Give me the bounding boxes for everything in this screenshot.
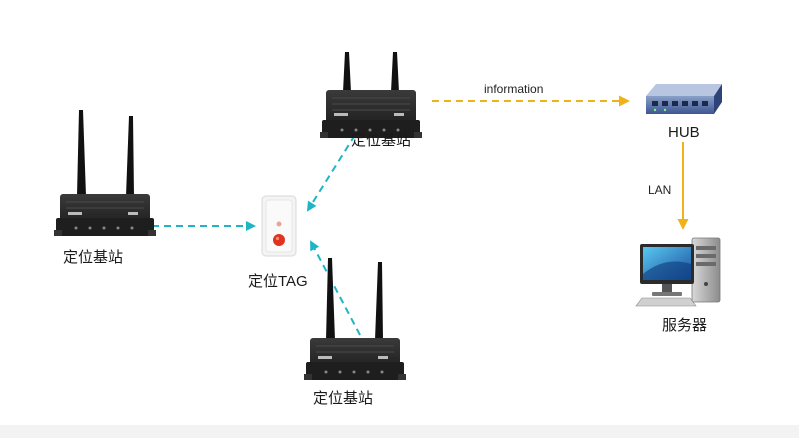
locator-tag-icon [261, 195, 297, 257]
station-bottom [304, 258, 406, 380]
hub-label: HUB [668, 124, 700, 141]
link-lan-label: LAN [648, 183, 672, 197]
network-hub-icon [646, 84, 722, 114]
link-bottom-station-to-tag [310, 240, 361, 336]
station-bottom-label: 定位基站 [313, 390, 374, 407]
tag-label: 定位TAG [248, 273, 308, 290]
station-top [320, 52, 422, 138]
desktop-computer-icon [635, 237, 721, 307]
router-antenna-icon [320, 52, 422, 138]
router-antenna-icon [54, 110, 156, 236]
link-info-label: information [484, 82, 544, 96]
station-left [54, 110, 156, 236]
link-top-station-to-tag [306, 134, 356, 212]
server-device [635, 237, 721, 307]
tag-device [261, 195, 297, 257]
station-left-label: 定位基站 [63, 249, 124, 266]
hub-device [646, 84, 722, 114]
bottom-strip [0, 425, 799, 438]
server-label: 服务器 [662, 317, 708, 334]
router-antenna-icon [304, 258, 406, 380]
station-top-label: 定位基站 [351, 132, 412, 149]
